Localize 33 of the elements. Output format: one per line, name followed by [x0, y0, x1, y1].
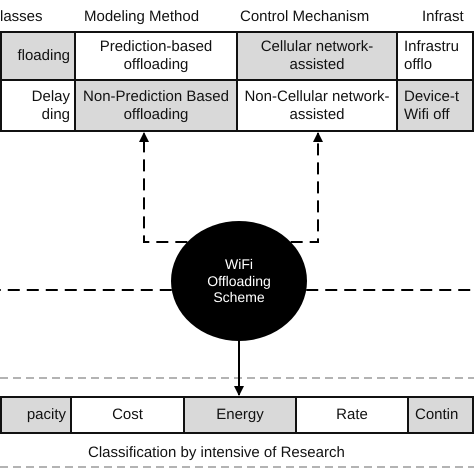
table-cell — [0, 396, 72, 434]
cell-text: Energy — [216, 406, 264, 424]
cell-text: pacity — [26, 406, 66, 424]
arrow — [234, 341, 244, 396]
table-cell — [396, 31, 474, 81]
table-cell — [295, 396, 409, 434]
column-header: Infrast — [422, 8, 464, 25]
cell-text: Non-Prediction Based offloading — [82, 88, 230, 124]
caption-text: Classification by intensive of Research — [88, 444, 345, 461]
cell-text: WiFi Offloading Scheme — [206, 256, 272, 306]
column-header: Control Mechanism — [240, 8, 370, 25]
table-cell — [236, 31, 398, 81]
cell-text: Non-Cellular network-assisted — [243, 88, 391, 124]
column-header: lasses — [0, 8, 43, 25]
table-cell — [74, 79, 238, 132]
cell-text: Delay ding — [30, 88, 70, 124]
cell-text: Cellular network-assisted — [260, 38, 374, 74]
table-cell — [0, 79, 76, 132]
table-cell — [0, 31, 76, 81]
cell-text: Contin — [415, 406, 458, 424]
cell-text: floading — [17, 47, 70, 65]
connector-line — [0, 289, 172, 291]
table-cell — [396, 79, 474, 132]
cell-text: Rate — [336, 406, 368, 424]
arrow — [139, 132, 188, 243]
table-cell — [183, 396, 297, 434]
table-cell — [407, 396, 474, 434]
cell-text: Cost — [112, 406, 143, 424]
cell-text: Device-t Wifi off — [404, 88, 460, 124]
cell-text: Prediction-based offloading — [98, 38, 214, 74]
column-header: Modeling Method — [84, 8, 200, 25]
table-cell — [70, 396, 185, 434]
cell-text: Infrastru offlo — [404, 38, 460, 74]
